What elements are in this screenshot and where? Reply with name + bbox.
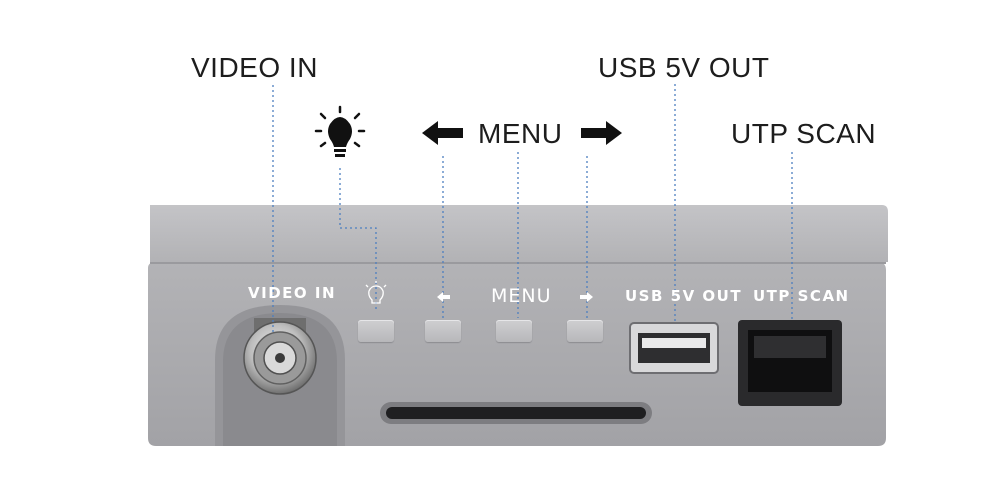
- menu-button[interactable]: [496, 320, 532, 342]
- callout-video-in: VIDEO IN: [191, 52, 318, 83]
- bnc-connector: [243, 318, 317, 395]
- panel-arrow-left-icon: [437, 292, 450, 302]
- panel-arrow-right-icon: [580, 292, 593, 302]
- arrow-right-icon: [581, 121, 622, 145]
- panel-label-usb: USB 5V OUT: [625, 287, 743, 305]
- panel-bulb-icon: [365, 281, 387, 304]
- arrow-left-icon: [422, 121, 463, 145]
- panel-label-menu: MENU: [491, 285, 552, 307]
- device-top-shell: [150, 205, 888, 262]
- left-button[interactable]: [425, 320, 461, 342]
- right-button[interactable]: [567, 320, 603, 342]
- panel-label-utp: UTP SCAN: [753, 287, 850, 305]
- callout-usb-out: USB 5V OUT: [598, 52, 770, 83]
- leader-lines: [272, 84, 793, 335]
- panel-label-video-in: VIDEO IN: [248, 284, 336, 302]
- callout-utp-scan: UTP SCAN: [731, 118, 877, 149]
- light-button[interactable]: [358, 320, 394, 342]
- callout-menu: MENU: [478, 118, 563, 149]
- utp-port: [738, 320, 842, 406]
- bulb-icon: [314, 105, 366, 157]
- usb-port: [629, 322, 719, 374]
